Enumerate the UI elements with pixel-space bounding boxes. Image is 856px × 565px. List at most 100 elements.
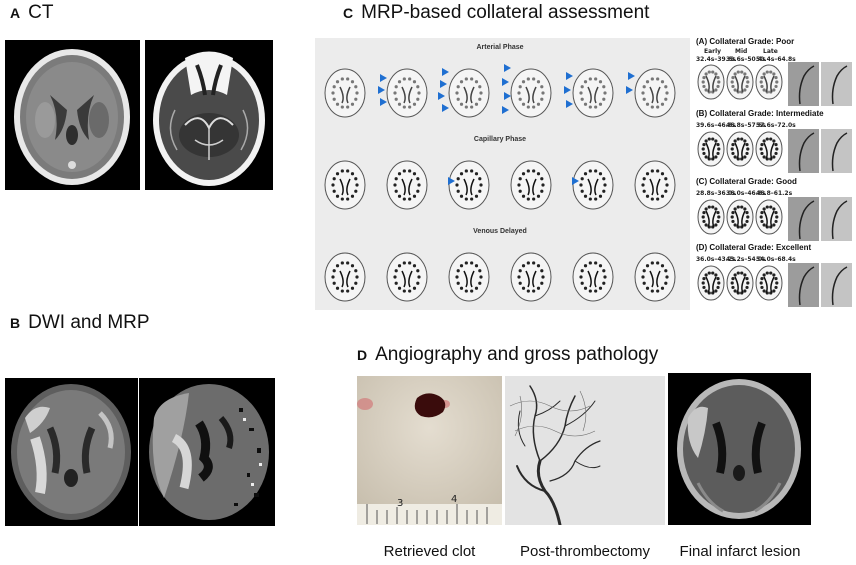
grade-angio-frame-2 — [821, 129, 852, 173]
capillary-arrow-icon — [448, 177, 455, 185]
time-good-3: 46.8–61.2s — [756, 190, 793, 197]
grade-angio-frame-1 — [788, 62, 819, 106]
panel-b-letter: B — [10, 315, 21, 331]
grade-title-intermediate: (B) Collateral Grade: Intermediate — [696, 109, 824, 118]
grade-angio-frame-2 — [821, 62, 852, 106]
panel-a-letter: A — [10, 5, 21, 21]
caption-post-thrombectomy: Post-thrombectomy — [519, 543, 651, 560]
ct-angiography-image — [145, 40, 273, 190]
vessel-line — [798, 65, 815, 105]
arterial-arrow-icon — [502, 106, 509, 114]
caption-final-infarct: Final infarct lesion — [679, 543, 801, 560]
arterial-arrow-icon — [504, 64, 511, 72]
grade-brain-slice — [755, 131, 783, 167]
arterial-arrow-icon — [378, 86, 385, 94]
time-excellent-1: 36.0s–43.2s — [696, 256, 736, 263]
phase-brain-slice — [448, 252, 490, 302]
phase-label-arterial: Arterial Phase — [476, 44, 524, 51]
panel-b-title: DWI and MRP — [28, 312, 150, 333]
arterial-arrow-icon — [440, 80, 447, 88]
panel-b-heading: B DWI and MRP — [10, 312, 150, 334]
header-late: Late — [763, 48, 778, 55]
grade-angio-frame-1 — [788, 197, 819, 241]
arterial-arrow-icon — [442, 68, 449, 76]
arterial-arrow-icon — [438, 92, 445, 100]
caption-retrieved-clot: Retrieved clot — [383, 543, 476, 560]
arterial-arrow-icon — [380, 98, 387, 106]
arterial-arrow-icon — [504, 92, 511, 100]
grade-brain-slice — [755, 64, 783, 100]
arterial-arrow-icon — [566, 100, 573, 108]
grade-brain-slice — [697, 64, 725, 100]
vessel-line — [798, 132, 815, 172]
header-mid: Mid — [735, 48, 748, 55]
panel-c-title: MRP-based collateral assessment — [361, 2, 650, 23]
grade-brain-slice — [726, 265, 754, 301]
phase-brain-slice — [386, 160, 428, 210]
time-intermediate-2: 46.8s–57.6s — [726, 122, 766, 129]
arterial-arrow-icon — [626, 86, 633, 94]
header-early: Early — [704, 48, 722, 55]
panel-a-heading: A CT — [10, 2, 53, 24]
time-poor-1: 32.4s–39.6s — [696, 56, 736, 63]
time-intermediate-1: 39.6s–46.8s — [696, 122, 736, 129]
grade-angio-frame-2 — [821, 263, 852, 307]
phase-brain-slice — [510, 160, 552, 210]
vessel-line — [798, 266, 815, 306]
grade-brain-slice — [755, 265, 783, 301]
phase-label-capillary: Capillary Phase — [473, 136, 527, 143]
final-infarct-mri — [668, 373, 811, 525]
grade-title-good: (C) Collateral Grade: Good — [696, 177, 797, 186]
phase-brain-slice — [324, 252, 366, 302]
time-intermediate-3: 57.6s–72.0s — [756, 122, 796, 129]
dwi-image — [5, 378, 138, 526]
panel-d-letter: D — [357, 347, 368, 363]
phase-brain-slice — [386, 68, 428, 118]
phase-brain-slice — [324, 68, 366, 118]
capillary-arrow-icon — [572, 177, 579, 185]
phase-brain-slice — [634, 252, 676, 302]
phase-brain-slice — [448, 160, 490, 210]
phase-label-venous: Venous Delayed — [473, 228, 527, 235]
phase-brain-slice — [448, 68, 490, 118]
phase-brain-slice — [510, 68, 552, 118]
retrieved-clot-photo: 3 4 — [357, 376, 502, 525]
grade-brain-slice — [697, 131, 725, 167]
panel-d-title: Angiography and gross pathology — [375, 344, 659, 365]
panel-a-title: CT — [28, 2, 54, 23]
ct-noncontrast-image — [5, 40, 140, 190]
phase-brain-slice — [572, 252, 614, 302]
phase-brain-slice — [634, 68, 676, 118]
time-poor-3: 50.4s–64.8s — [756, 56, 796, 63]
collateral-grade-panels: (A) Collateral Grade: Poor Early Mid Lat… — [693, 36, 856, 312]
arterial-arrow-icon — [564, 86, 571, 94]
grade-title-poor: (A) Collateral Grade: Poor — [696, 37, 795, 46]
arterial-arrow-icon — [502, 78, 509, 86]
vessel-line — [831, 65, 848, 105]
time-poor-2: 39.6s–50.4s — [726, 56, 766, 63]
phase-brain-slice — [324, 160, 366, 210]
mrp-map-image — [139, 378, 275, 526]
grade-brain-slice — [726, 199, 754, 235]
mrp-phase-grid: Arterial Phase Capillary Phase Venous De… — [315, 38, 690, 310]
time-excellent-2: 43.2s–54.0s — [726, 256, 766, 263]
grade-angio-frame-1 — [788, 263, 819, 307]
arterial-arrow-icon — [442, 104, 449, 112]
vessel-line — [798, 200, 815, 240]
phase-brain-slice — [572, 160, 614, 210]
phase-brain-slice — [386, 252, 428, 302]
grade-brain-slice — [697, 199, 725, 235]
time-good-1: 28.8s–36.0s — [696, 190, 736, 197]
post-thrombectomy-angiogram — [505, 376, 665, 525]
ruler-number-3: 3 — [397, 498, 404, 509]
grade-brain-slice — [697, 265, 725, 301]
vessel-line — [831, 132, 848, 172]
grade-title-excellent: (D) Collateral Grade: Excellent — [696, 243, 812, 252]
ruler-number-4: 4 — [451, 494, 458, 505]
vessel-line — [831, 200, 848, 240]
phase-brain-slice — [634, 160, 676, 210]
arterial-arrow-icon — [566, 72, 573, 80]
panel-d-heading: D Angiography and gross pathology — [357, 344, 658, 366]
time-good-2: 36.0s–46.8s — [726, 190, 766, 197]
grade-angio-frame-1 — [788, 129, 819, 173]
